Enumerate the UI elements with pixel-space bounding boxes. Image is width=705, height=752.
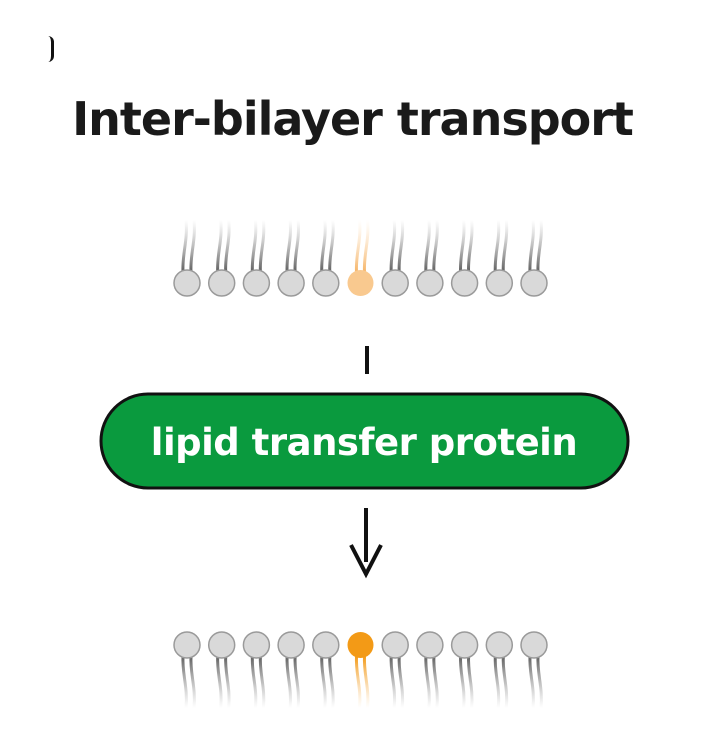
lipid-tail bbox=[432, 654, 439, 710]
lipid-head bbox=[381, 631, 409, 659]
lipid bbox=[450, 218, 479, 297]
target-bilayer bbox=[173, 631, 548, 710]
lipid bbox=[416, 218, 444, 297]
lipid-tail bbox=[536, 654, 543, 710]
lipid bbox=[207, 631, 236, 710]
lipid-tail bbox=[459, 218, 466, 274]
figure-title: Inter-bilayer transport bbox=[72, 92, 634, 146]
lipid-head bbox=[450, 631, 479, 659]
lipid bbox=[173, 631, 201, 710]
lipid-head bbox=[207, 269, 236, 297]
lipid-tail bbox=[258, 218, 266, 274]
lipid-head bbox=[416, 631, 444, 659]
lipid-head bbox=[173, 631, 201, 659]
lipid-tail bbox=[258, 654, 266, 710]
lipid bbox=[277, 631, 305, 710]
lipid-tail bbox=[493, 654, 501, 710]
lipid-tail bbox=[432, 218, 439, 274]
lipid-head bbox=[242, 631, 271, 659]
lipid-tail bbox=[467, 218, 474, 274]
lipid-tail bbox=[389, 654, 397, 710]
lipid-tail bbox=[224, 654, 231, 710]
source-bilayer bbox=[173, 218, 548, 297]
lipid-tail bbox=[397, 654, 405, 710]
lipid-head bbox=[485, 269, 514, 297]
lipid-tail bbox=[354, 218, 362, 274]
lipid-tail bbox=[459, 654, 466, 710]
lipid bbox=[485, 631, 514, 710]
lipid bbox=[520, 631, 548, 710]
lipid-tail bbox=[250, 654, 258, 710]
lipid bbox=[173, 218, 201, 297]
lipid-tail bbox=[250, 218, 258, 274]
lipid bbox=[242, 218, 271, 297]
lipid-head bbox=[207, 631, 236, 659]
edge-fragment bbox=[48, 36, 54, 62]
lipid bbox=[207, 218, 236, 297]
lipid-tail bbox=[354, 654, 362, 710]
lipid-tail bbox=[320, 218, 327, 274]
lipid bbox=[277, 218, 305, 297]
lipid-head bbox=[347, 270, 374, 296]
lipid-head bbox=[347, 632, 374, 658]
lipid-tail bbox=[181, 654, 188, 710]
protein-label: lipid transfer protein bbox=[151, 421, 577, 464]
lipid bbox=[450, 631, 479, 710]
lipid bbox=[381, 631, 409, 710]
lipid-tail bbox=[320, 654, 327, 710]
lipid-head bbox=[416, 269, 444, 297]
lipid-tail bbox=[493, 218, 501, 274]
lipid-tail bbox=[293, 218, 301, 274]
lipid-tail bbox=[216, 218, 223, 274]
lipid-tail bbox=[293, 654, 301, 710]
lipid-tail bbox=[397, 218, 405, 274]
lipid-head bbox=[277, 631, 305, 659]
down-arrow-icon bbox=[349, 508, 383, 579]
lipid-head bbox=[450, 269, 479, 297]
lipid-tail bbox=[189, 654, 196, 710]
lipid bbox=[312, 631, 340, 710]
lipid-head bbox=[485, 631, 514, 659]
lipid bbox=[381, 218, 409, 297]
transferred-lipid bbox=[347, 632, 374, 710]
lipid bbox=[485, 218, 514, 297]
lipid-tail bbox=[362, 654, 370, 710]
lipid-tail bbox=[328, 654, 335, 710]
lipid-tail bbox=[285, 218, 293, 274]
lipid-tail bbox=[328, 218, 335, 274]
lipid-tail bbox=[181, 218, 188, 274]
lipid-tail bbox=[501, 654, 509, 710]
lipid-tail bbox=[389, 218, 397, 274]
lipid-tail bbox=[424, 654, 431, 710]
lipid-tail bbox=[224, 218, 231, 274]
lipid-tail bbox=[424, 218, 431, 274]
lipid bbox=[312, 218, 340, 297]
lipid bbox=[520, 218, 548, 297]
lipid-tail bbox=[528, 218, 535, 274]
lipid-tail bbox=[536, 218, 543, 274]
lipid-tail bbox=[467, 654, 474, 710]
lipid-tail bbox=[189, 218, 196, 274]
lipid-head bbox=[242, 269, 271, 297]
lipid-head bbox=[520, 631, 548, 659]
lipid-head bbox=[520, 269, 548, 297]
lipid-head bbox=[277, 269, 305, 297]
lipid-tail bbox=[216, 654, 223, 710]
lipid-head bbox=[312, 631, 340, 659]
lipid-tail bbox=[362, 218, 370, 274]
lipid-head bbox=[381, 269, 409, 297]
lipid-transfer-protein: lipid transfer protein bbox=[99, 392, 630, 490]
lipid-tail bbox=[285, 654, 293, 710]
transferred-lipid bbox=[347, 218, 374, 296]
lipid-tail bbox=[528, 654, 535, 710]
lipid bbox=[416, 631, 444, 710]
lipid-head bbox=[312, 269, 340, 297]
lipid bbox=[242, 631, 271, 710]
lipid-tail bbox=[501, 218, 509, 274]
lipid-head bbox=[173, 269, 201, 297]
